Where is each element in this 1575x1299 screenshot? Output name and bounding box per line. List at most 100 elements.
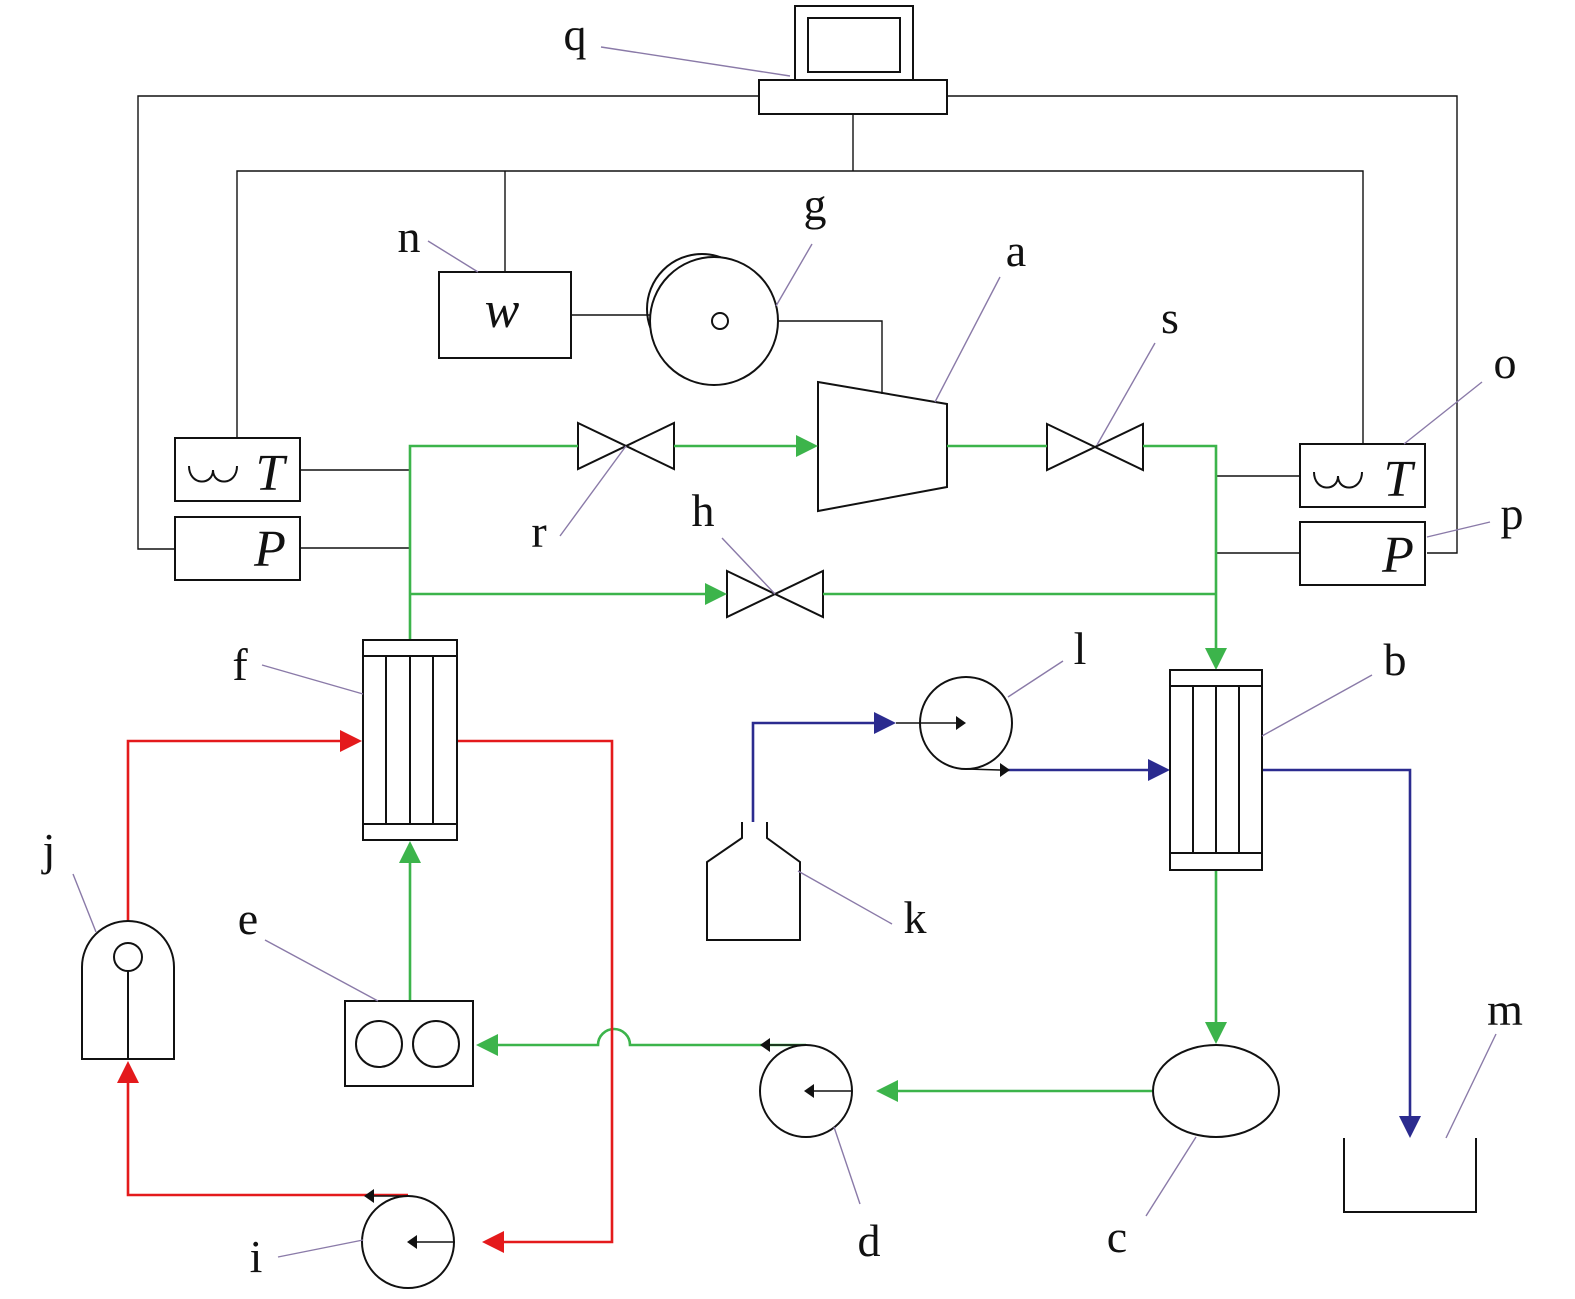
power-meter-box (438, 271, 572, 359)
heat-exchanger-f (362, 639, 458, 841)
computer-screen (807, 17, 901, 73)
leader-g (775, 243, 813, 307)
unit-e-box (344, 1000, 474, 1087)
leader-i (277, 1239, 364, 1258)
label-m: m (1487, 984, 1523, 1035)
red-j-to-f (126, 739, 342, 921)
wire-q-to-p-left (137, 95, 759, 550)
unit-e-rotor-right (412, 1020, 460, 1068)
device-j (81, 920, 175, 1060)
unit-e (344, 1000, 474, 1087)
label-p: p (1501, 488, 1524, 539)
heat-exchanger-b (1169, 669, 1263, 871)
tank-c (1152, 1044, 1280, 1138)
temp-sensor-left-box (174, 437, 301, 502)
thermo-coil-icon (188, 465, 238, 483)
blue-circuit (751, 712, 1421, 1138)
label-j: j (41, 824, 56, 875)
leader-lines (72, 46, 1497, 1258)
leader-k (797, 870, 893, 925)
leader-j (72, 873, 97, 933)
label-e: e (238, 893, 258, 944)
letter-labels: q n g a s o p r h f l b j e k m d c i (41, 9, 1524, 1282)
label-b: b (1384, 634, 1407, 685)
temp-symbol-left: T (256, 445, 288, 502)
leader-s (1096, 342, 1156, 446)
pump-l (896, 676, 1013, 777)
leader-m (1445, 1033, 1497, 1139)
pump-i-arrow (407, 1235, 417, 1249)
motor-front-disc (649, 256, 779, 386)
valve-s-body (1046, 422, 1144, 472)
leader-h (721, 537, 776, 595)
leader-q (600, 46, 791, 77)
pressure-sensor-right-box (1299, 521, 1426, 586)
red-f-to-i (457, 739, 614, 1244)
compressor-a (817, 380, 948, 513)
leader-e (264, 939, 379, 1002)
leader-o (1403, 381, 1483, 445)
blue-b-to-m (1262, 768, 1412, 1118)
pump-i (361, 1189, 455, 1289)
wire-bus (236, 170, 1364, 444)
valve-r (577, 421, 675, 471)
green-left-riser (408, 444, 578, 640)
wire-q-to-p-right (947, 95, 1458, 554)
pump-l-arrow (956, 716, 966, 730)
pump-d-arrow (804, 1084, 814, 1098)
label-c: c (1107, 1211, 1127, 1262)
motor-g (646, 253, 779, 386)
blue-arrow-into-b (1148, 759, 1170, 781)
leader-c (1145, 1136, 1197, 1217)
temperature-sensor-left: T (174, 437, 301, 502)
label-s: s (1161, 292, 1179, 343)
leader-n (427, 240, 479, 273)
leader-b (1261, 674, 1373, 737)
red-arrow-into-i (482, 1231, 504, 1253)
computer-base (758, 79, 948, 115)
pump-d (759, 1038, 853, 1138)
leader-d (833, 1126, 861, 1205)
red-i-to-j (126, 1082, 408, 1197)
temp-symbol-right: T (1384, 451, 1416, 508)
pump-d-outlet-arrow (760, 1038, 770, 1052)
pump-l-outlet-arrow (1000, 763, 1010, 777)
pressure-symbol-right: P (1381, 527, 1414, 584)
temp-sensor-right-box (1299, 443, 1426, 508)
power-symbol: w (485, 282, 520, 339)
label-o: o (1494, 337, 1517, 388)
wire-g-to-a (779, 320, 883, 394)
green-arrow-into-a (796, 435, 818, 457)
green-arrow-into-b (1205, 648, 1227, 670)
pressure-sensor-left: P (174, 516, 301, 581)
label-n: n (398, 211, 421, 262)
device-j-gauge (113, 942, 143, 972)
green-arrow-into-c (1205, 1022, 1227, 1044)
pump-i-outlet-arrow (364, 1189, 374, 1203)
leader-r (559, 445, 627, 537)
power-meter-n: w (438, 271, 572, 359)
green-arrow-into-h (705, 583, 727, 605)
label-k: k (904, 892, 927, 943)
leader-l (1007, 660, 1064, 698)
green-d-to-e (496, 1027, 806, 1047)
pump-l-outlet (965, 768, 1001, 771)
green-s-to-b (1143, 444, 1218, 650)
valve-s (1046, 422, 1144, 472)
valve-h (726, 569, 824, 619)
exchanger-b-body (1169, 669, 1263, 871)
computer-q (758, 5, 948, 115)
blue-k-to-l (751, 721, 876, 822)
label-r: r (531, 506, 546, 557)
device-j-body (81, 920, 175, 1060)
blue-arrow-into-l (874, 712, 896, 734)
bottle-k (706, 822, 801, 941)
signal-wires (137, 95, 1458, 554)
label-d: d (858, 1215, 881, 1266)
pressure-symbol-left: P (253, 521, 286, 578)
green-arrow-into-d (876, 1080, 898, 1102)
valve-r-body (577, 421, 675, 471)
label-f: f (232, 639, 248, 690)
label-q: q (564, 9, 587, 60)
motor-shaft (711, 312, 729, 330)
